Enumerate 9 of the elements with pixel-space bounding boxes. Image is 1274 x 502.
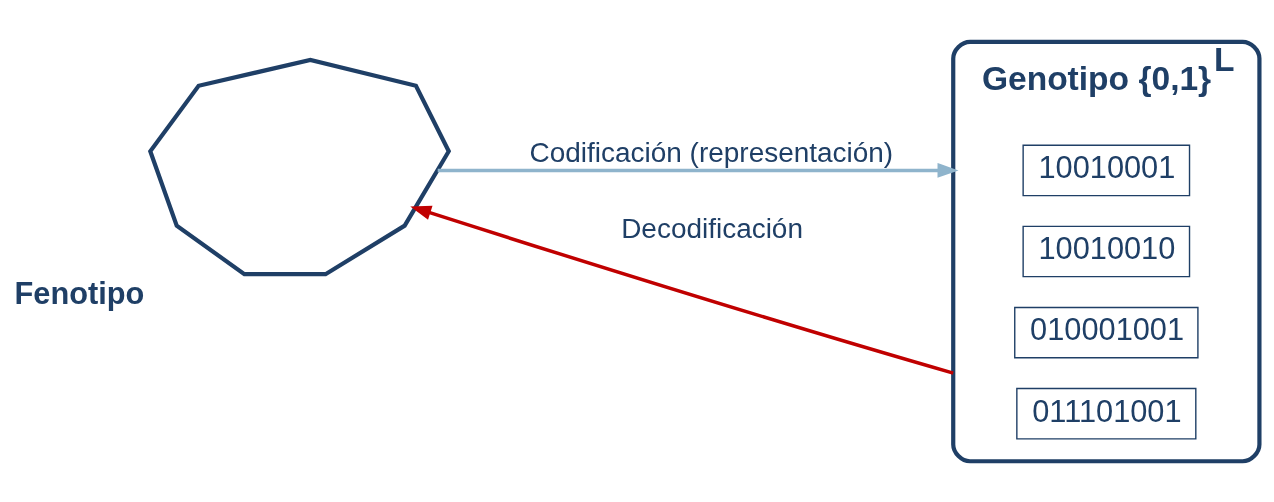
edge-label: Codificación (representación) <box>529 136 894 168</box>
node-box: 010001001 <box>1014 306 1199 358</box>
node-box: 10010001 <box>1022 144 1191 196</box>
arrow <box>410 205 954 375</box>
node-label: Fenotipo <box>14 275 145 311</box>
edge-label: Decodificación <box>621 212 803 244</box>
arrow <box>437 162 959 178</box>
node-box: 10010010 <box>1022 225 1191 277</box>
node-box: 011101001 <box>1016 387 1197 440</box>
